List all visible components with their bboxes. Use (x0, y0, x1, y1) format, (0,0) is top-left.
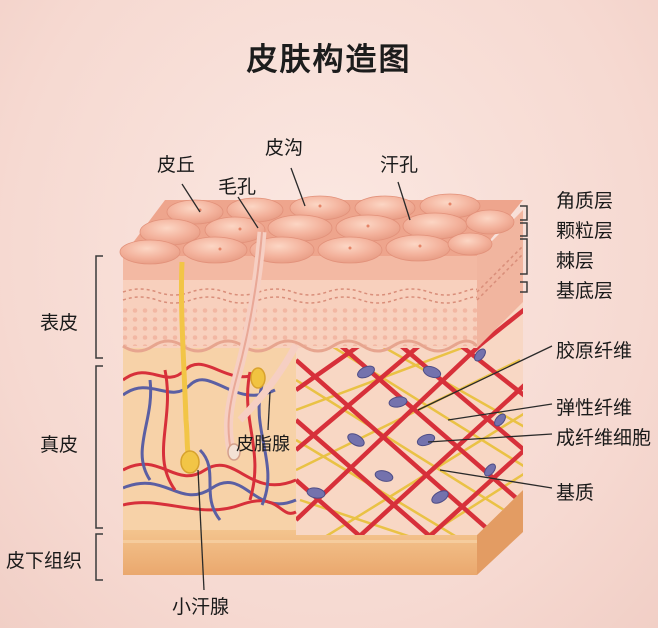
label-jiao-zhi-ceng: 角质层 (556, 191, 614, 212)
label-xiao-han-xian: 小汗腺 (172, 597, 230, 618)
label-pi-xia-zu-zhi: 皮下组织 (6, 551, 83, 572)
hair-follicle (224, 231, 300, 461)
label-han-kong: 汗孔 (380, 155, 419, 176)
label-ke-li-ceng: 颗粒层 (556, 221, 614, 242)
sweat-gland (178, 261, 200, 474)
leader-lines (181, 167, 553, 591)
label-cheng-xian-wei-xi-bao: 成纤维细胞 (556, 428, 652, 449)
layer-brackets-left (95, 255, 103, 581)
label-pi-qiu: 皮丘 (157, 155, 196, 176)
label-biao-pi: 表皮 (40, 313, 79, 334)
label-ji-di-ceng: 基底层 (556, 281, 614, 302)
label-pi-zhi-xian: 皮脂腺 (236, 434, 290, 454)
skin-surface (119, 193, 523, 265)
label-tan-xing-xian-wei: 弹性纤维 (556, 398, 633, 419)
label-jiao-yuan-xian-wei: 胶原纤维 (556, 341, 633, 362)
label-ji-zhi: 基质 (556, 483, 595, 504)
label-ji-ceng: 棘层 (556, 251, 595, 272)
label-zhen-pi: 真皮 (40, 435, 79, 456)
label-pi-gou: 皮沟 (265, 138, 304, 159)
layer-brackets-right (520, 205, 528, 293)
subcutis-layer (123, 485, 523, 575)
page-title: 皮肤构造图 (246, 42, 412, 77)
label-mao-kong: 毛孔 (218, 177, 257, 198)
